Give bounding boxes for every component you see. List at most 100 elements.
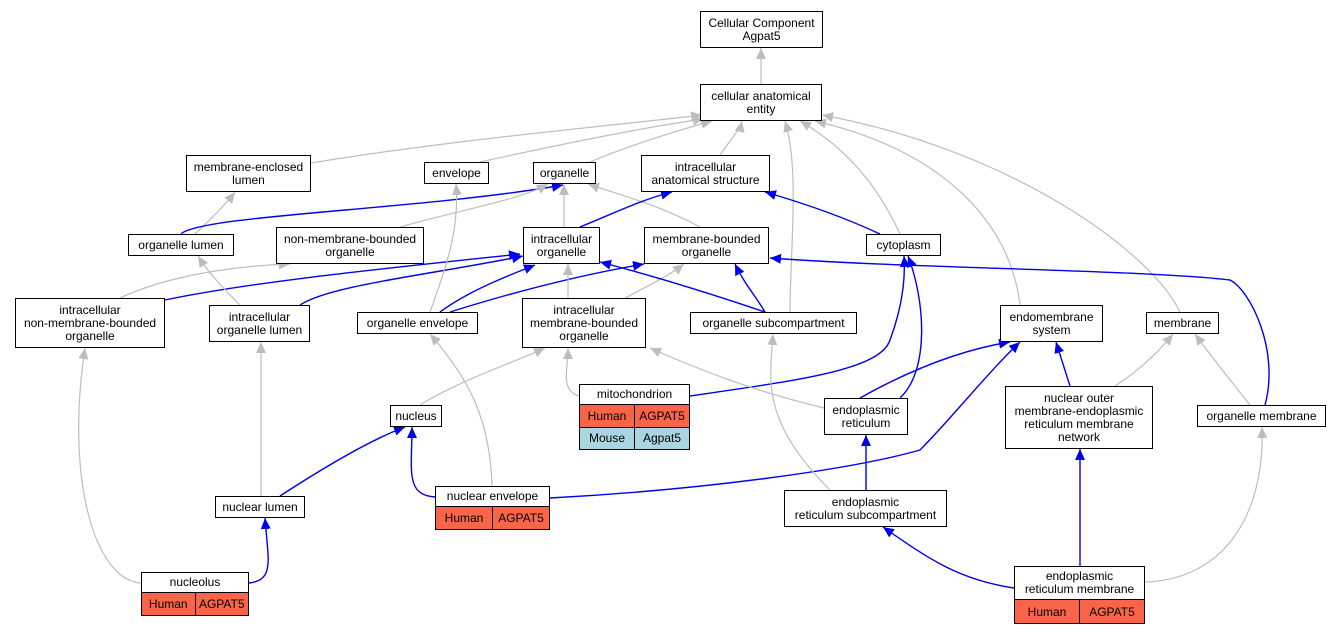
species-cell: Human: [148, 597, 188, 611]
node-memb[interactable]: membrane: [1146, 312, 1219, 334]
edge-iol-to-orglumen: [197, 255, 241, 306]
node-label: intracellular organelle lumen: [216, 309, 303, 337]
edge-er-to-imbo: [649, 347, 825, 409]
node-omem[interactable]: organelle membrane: [1197, 405, 1326, 427]
node-label: organelle subcompartment: [702, 315, 845, 330]
node-label: envelope: [432, 165, 481, 180]
node-label: organelle lumen: [138, 237, 224, 252]
node-label: cytoplasm: [876, 237, 931, 252]
gene-cell: AGPAT5: [194, 593, 249, 615]
edge-nenv-to-nucleus: [406, 426, 436, 498]
edge-cyto-to-ias: [764, 190, 881, 235]
species-cell: Human: [444, 511, 484, 525]
edge-oenv-to-io: [439, 264, 536, 313]
edge-erm-to-omem: [1144, 426, 1268, 583]
edge-nomer-to-endo: [1054, 341, 1071, 387]
node-label: endoplasmic reticulum membrane: [1015, 567, 1144, 600]
species-cell: Mouse: [588, 431, 626, 446]
node-label: membrane-enclosed lumen: [193, 159, 304, 187]
node-nucleus[interactable]: nucleus: [390, 405, 442, 427]
gene-cell: AGPAT5: [1079, 600, 1144, 623]
edge-mel-to-cae: [310, 111, 703, 164]
edge-inmbo-to-io: [164, 250, 521, 301]
node-label: nuclear envelope: [436, 487, 549, 507]
node-label: organelle: [539, 165, 590, 180]
node-label: non-membrane-bounded organelle: [283, 231, 417, 259]
edge-nucleolus-to-inmbo: [78, 347, 142, 584]
node-nomer[interactable]: nuclear outer membrane-endoplasmic retic…: [1005, 386, 1153, 449]
node-io[interactable]: intracellular organelle: [523, 227, 600, 264]
edge-osub-to-mbo: [734, 263, 766, 313]
node-osub[interactable]: organelle subcompartment: [690, 312, 857, 334]
node-label: nucleus: [395, 408, 437, 423]
edge-orglumen-to-org: [180, 181, 564, 235]
node-ias[interactable]: intracellular anatomical structure: [641, 155, 770, 192]
node-label: nucleolus: [142, 573, 248, 593]
node-label: organelle envelope: [366, 315, 469, 330]
edge-er-to-cyto: [899, 255, 923, 399]
node-label: nuclear outer membrane-endoplasmic retic…: [1014, 390, 1144, 444]
node-root[interactable]: Cellular Component Agpat5: [700, 11, 823, 48]
node-imbo[interactable]: intracellular membrane-bounded organelle: [522, 298, 646, 348]
species-row-human: Human AGPAT5: [436, 507, 549, 529]
gene-cell: AGPAT5: [492, 507, 549, 529]
edge-nmbo-to-org: [399, 183, 549, 228]
node-label: endomembrane system: [1009, 309, 1094, 337]
edge-env-to-cae: [479, 115, 705, 163]
node-nlumen[interactable]: nuclear lumen: [215, 496, 305, 518]
edge-imbo-to-mbo: [624, 263, 685, 299]
gene-cell: AGPAT5: [634, 405, 689, 427]
node-orglumen[interactable]: organelle lumen: [128, 234, 234, 256]
edge-nenv-to-oenv: [429, 333, 493, 487]
edge-osub-to-io: [599, 259, 766, 313]
node-label: mitochondrion: [580, 385, 689, 405]
species-row-human: Human AGPAT5: [142, 593, 248, 615]
edge-osub-to-cae: [783, 120, 794, 313]
node-label: intracellular non-membrane-bounded organ…: [23, 302, 157, 343]
edge-mito-to-cyto: [689, 255, 910, 397]
edge-org-to-cae: [589, 119, 713, 163]
gene-cell: Agpat5: [634, 427, 689, 449]
node-ersub[interactable]: endoplasmic reticulum subcompartment: [784, 490, 947, 527]
node-label: membrane-bounded organelle: [652, 231, 761, 259]
species-cell: Human: [1027, 604, 1067, 619]
node-nmbo[interactable]: non-membrane-bounded organelle: [276, 227, 424, 264]
species-row-human: Human AGPAT5: [1015, 600, 1144, 623]
edge-ias-to-cae: [719, 120, 745, 156]
species-row-mouse: Mouse Agpat5: [580, 426, 689, 449]
node-mel[interactable]: membrane-enclosed lumen: [186, 155, 311, 192]
node-label: Cellular Component Agpat5: [708, 15, 815, 43]
edge-memb-to-cae: [821, 112, 1181, 313]
node-env[interactable]: envelope: [424, 162, 489, 184]
edge-oenv-to-env: [429, 183, 462, 313]
species-cell: Human: [587, 408, 627, 423]
edge-io-to-ias: [579, 189, 673, 228]
node-label: nuclear lumen: [222, 499, 298, 514]
edge-er-to-endo: [859, 338, 1011, 399]
node-mbo[interactable]: membrane-bounded organelle: [644, 227, 769, 264]
node-label: cellular anatomical entity: [711, 88, 811, 116]
species-row-human: Human AGPAT5: [580, 405, 689, 427]
edge-inmbo-to-nmbo: [119, 259, 291, 299]
edge-nenv-to-endo: [549, 341, 1021, 499]
node-oenv[interactable]: organelle envelope: [357, 312, 478, 334]
edge-iol-to-io: [299, 253, 524, 306]
node-endo[interactable]: endomembrane system: [1000, 305, 1103, 342]
node-label: intracellular membrane-bounded organelle: [529, 302, 639, 343]
edge-ersub-to-osub: [767, 333, 831, 491]
node-cyto[interactable]: cytoplasm: [866, 234, 941, 256]
node-er[interactable]: endoplasmic reticulum: [824, 398, 908, 435]
node-org[interactable]: organelle: [533, 162, 596, 184]
node-cae[interactable]: cellular anatomical entity: [700, 84, 822, 121]
edge-nlumen-to-nucleus: [279, 426, 406, 497]
node-inmbo[interactable]: intracellular non-membrane-bounded organ…: [15, 298, 165, 348]
edge-nucleolus-to-nlumen: [248, 517, 271, 584]
node-label: membrane: [1153, 315, 1212, 330]
node-iol[interactable]: intracellular organelle lumen: [209, 305, 310, 342]
edge-nomer-to-memb: [1114, 333, 1174, 387]
